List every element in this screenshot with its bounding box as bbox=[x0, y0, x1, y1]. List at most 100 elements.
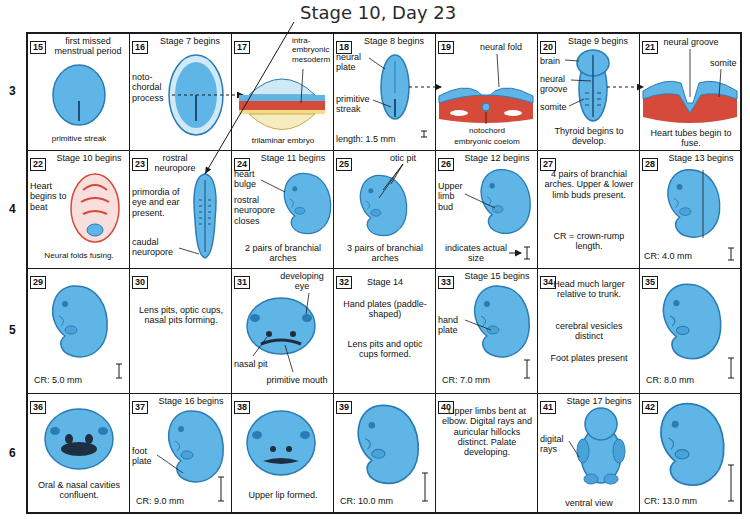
cell-text-holder: noto- chordal process bbox=[132, 72, 168, 103]
cell-note: Head much larger relative to trunk. bbox=[544, 279, 634, 300]
day-number-holder: 20 bbox=[540, 36, 556, 54]
cell-note: CR: 13.0 mm bbox=[644, 496, 716, 506]
stage-heading: Stage 13 begins bbox=[662, 153, 740, 163]
neural-tube bbox=[205, 180, 206, 252]
day-cell: 33Stage 15 beginshand plateCR: 7.0 mm bbox=[435, 268, 538, 394]
eye-mark bbox=[50, 427, 60, 435]
cell-note: CR: 10.0 mm bbox=[340, 496, 410, 506]
cell-note: foot plate bbox=[132, 446, 162, 467]
cell-note: Heart begins to beat bbox=[30, 181, 70, 212]
row-number: 6 bbox=[9, 446, 16, 460]
section-line bbox=[607, 87, 643, 88]
day-number: 36 bbox=[30, 401, 46, 414]
nasal-pit bbox=[266, 331, 272, 337]
day-cell: 25otic pit3 pairs of branchial arches bbox=[333, 150, 436, 269]
cell-text-holder: indicates actual size bbox=[444, 243, 508, 264]
streak-mark bbox=[78, 101, 80, 121]
day-number: 22 bbox=[30, 158, 46, 171]
cell-note: rostral neuropore closes bbox=[234, 195, 280, 226]
cross-section bbox=[439, 54, 533, 124]
nostril-mark bbox=[286, 446, 292, 452]
pointer-head bbox=[205, 167, 211, 175]
embryo-dorsal bbox=[179, 174, 216, 258]
scale-bar bbox=[728, 358, 734, 378]
day-number-holder: 33 bbox=[438, 271, 454, 289]
day-number: 33 bbox=[438, 276, 454, 289]
cell-text-holder: Stage 13 begins bbox=[662, 153, 740, 163]
day-number-holder: 38 bbox=[234, 396, 250, 414]
cell-text-holder: Stage 11 begins bbox=[254, 153, 332, 163]
diagram-title: Stage 10, Day 23 bbox=[300, 2, 456, 23]
stage-heading: Stage 11 begins bbox=[254, 153, 332, 163]
groove-mark bbox=[592, 55, 594, 117]
leader-line bbox=[179, 248, 199, 254]
day-cell: 42CR: 13.0 mm bbox=[639, 393, 741, 514]
leader-line bbox=[465, 194, 495, 208]
stage-heading: Stage 8 begins bbox=[354, 36, 434, 46]
section-line bbox=[409, 87, 441, 88]
cell-text-holder: neural plate bbox=[336, 52, 376, 73]
day-number: 15 bbox=[30, 41, 46, 54]
cell-note: Upper limbs bent at elbow. Digital rays … bbox=[440, 406, 534, 458]
stage-heading: Stage 12 begins bbox=[458, 153, 536, 163]
leader-line bbox=[486, 112, 487, 124]
coelom-shape bbox=[450, 110, 468, 116]
cell-note: Oral & nasal cavities confluent. bbox=[32, 480, 126, 501]
embryo-shape bbox=[481, 170, 530, 234]
cell-text-holder: length: 1.5 mm bbox=[336, 134, 416, 144]
cross-section bbox=[239, 69, 325, 130]
day-number: 20 bbox=[540, 41, 556, 54]
day-number-holder: 22 bbox=[30, 153, 46, 171]
embryo-shape bbox=[53, 65, 105, 125]
heart-section bbox=[71, 174, 119, 242]
cell-text-holder: somite bbox=[710, 58, 740, 68]
cell-note: developing eye bbox=[272, 271, 332, 292]
stage-heading: Stage 10 begins bbox=[50, 153, 128, 163]
notochord-shape bbox=[482, 103, 490, 111]
day-number: 38 bbox=[234, 401, 250, 414]
face-shape bbox=[247, 411, 315, 475]
head-shape bbox=[585, 408, 617, 440]
leader-line bbox=[285, 345, 293, 372]
cell-text-holder: Heart begins to beat bbox=[30, 181, 70, 212]
neural-tube bbox=[87, 224, 103, 236]
notochord-mark bbox=[195, 95, 197, 121]
day-cell: 26Stage 12 beginsUpper limb budindicates… bbox=[435, 150, 538, 269]
day-number-holder: 17 bbox=[234, 36, 250, 54]
cell-note: notochord bbox=[436, 126, 538, 135]
cell-text-holder: nasal pit bbox=[234, 359, 280, 369]
embryo-shape bbox=[53, 286, 108, 357]
embryo-lateral bbox=[358, 405, 428, 501]
stage-heading: Stage 15 begins bbox=[458, 271, 536, 281]
day-number-holder: 19 bbox=[438, 36, 454, 54]
row-label-holder: 3 bbox=[9, 84, 16, 98]
embryo-shape bbox=[358, 405, 418, 483]
day-cell: 274 pairs of branchial arches. Upper & l… bbox=[537, 150, 640, 269]
cell-text-holder: first missed menstrual period bbox=[48, 36, 128, 57]
embryo-lateral bbox=[661, 404, 734, 501]
day-number-holder: 16 bbox=[132, 36, 148, 54]
cell-note: hand plate bbox=[438, 315, 470, 336]
day-cell: 39CR: 10.0 mm bbox=[333, 393, 436, 514]
day-number: 37 bbox=[132, 401, 148, 414]
streak-mark bbox=[394, 99, 396, 117]
cell-note: Upper limb bud bbox=[438, 181, 470, 212]
day-cell: 22Stage 10 beginsHeart begins to beatNeu… bbox=[27, 150, 130, 269]
day-number-holder: 27 bbox=[540, 153, 556, 171]
day-number-holder: 30 bbox=[132, 271, 148, 289]
cell-note: Foot plates present bbox=[544, 353, 634, 363]
leader-line bbox=[373, 100, 391, 107]
cell-note: Heart tubes begin to fuse. bbox=[642, 128, 740, 149]
scale-bar bbox=[116, 364, 122, 378]
stage-heading: Stage 16 begins bbox=[152, 396, 230, 406]
leader-line bbox=[465, 320, 491, 330]
cavity-mark bbox=[85, 434, 93, 444]
cell-text-holder: cerebral vesicles distinct bbox=[544, 321, 634, 342]
limb-shape bbox=[577, 439, 589, 463]
embryo-lateral bbox=[360, 164, 406, 236]
cell-text-holder: Stage 16 begins bbox=[152, 396, 230, 406]
eye-mark bbox=[252, 431, 262, 439]
day-cell: 37Stage 16 beginsfoot plateCR: 9.0 mm bbox=[129, 393, 232, 514]
cell-note: first missed menstrual period bbox=[48, 36, 128, 57]
embryo-shape bbox=[169, 411, 224, 482]
